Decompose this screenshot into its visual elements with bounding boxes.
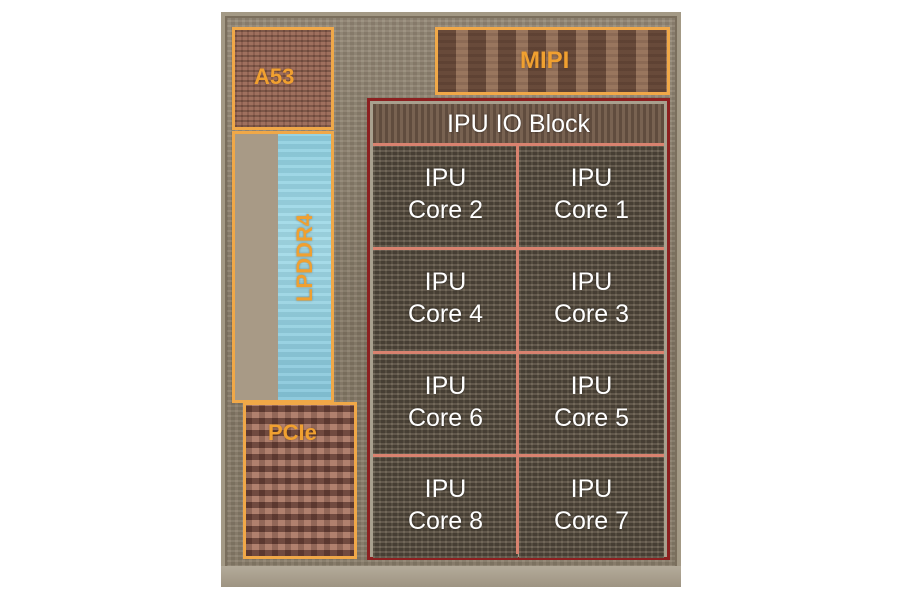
core-label: IPU Core 1	[519, 162, 664, 226]
core-label: IPU Core 5	[519, 370, 664, 434]
ipu-io-block	[373, 104, 664, 143]
a53-block	[232, 27, 334, 130]
core-tile-8	[373, 457, 518, 558]
core-label-line1: IPU	[570, 475, 613, 503]
lpddr4-label: LPDDR4	[292, 214, 317, 303]
core-label: IPU Core 7	[519, 473, 664, 537]
core-label-line1: IPU	[424, 475, 467, 503]
io-block-label: IPU IO Block	[446, 110, 591, 138]
core-label-line1: IPU	[570, 268, 613, 296]
core-label: IPU Core 3	[519, 266, 664, 330]
core-label-line2: Core 2	[407, 196, 484, 224]
core-label-line1: IPU	[424, 268, 467, 296]
core-label-line2: Core 7	[553, 507, 630, 535]
core-label-line2: Core 4	[407, 300, 484, 328]
core-label-line1: IPU	[424, 164, 467, 192]
core-label: IPU Core 2	[373, 162, 518, 226]
core-label: IPU Core 6	[373, 370, 518, 434]
core-label-line2: Core 6	[407, 404, 484, 432]
core-label: IPU Core 8	[373, 473, 518, 537]
core-tile-3	[519, 250, 664, 351]
core-grid-vertical-line	[516, 146, 519, 554]
pcie-block	[243, 402, 357, 559]
lpddr4-block	[232, 131, 334, 403]
a53-label: A53	[254, 64, 295, 89]
mipi-label: MIPI	[520, 47, 570, 74]
core-label: IPU Core 4	[373, 266, 518, 330]
mipi-block	[435, 27, 670, 95]
core-label-line2: Core 1	[553, 196, 630, 224]
core-label-line2: Core 5	[553, 404, 630, 432]
core-tile-1	[519, 146, 664, 247]
pcie-label: PCIe	[268, 420, 317, 445]
core-label-line2: Core 3	[553, 300, 630, 328]
core-grid-top-line	[373, 143, 664, 146]
core-tile-2	[373, 146, 518, 247]
core-grid-row-line-2	[373, 351, 664, 354]
core-label-line2: Core 8	[407, 507, 484, 535]
core-label-line1: IPU	[570, 164, 613, 192]
core-grid-row-line-3	[373, 454, 664, 457]
core-tile-6	[373, 354, 518, 455]
core-label-line1: IPU	[570, 372, 613, 400]
core-tile-7	[519, 457, 664, 558]
core-label-line1: IPU	[424, 372, 467, 400]
core-grid-row-line-1	[373, 247, 664, 250]
die-edge	[221, 566, 681, 587]
core-tile-4	[373, 250, 518, 351]
core-tile-5	[519, 354, 664, 455]
